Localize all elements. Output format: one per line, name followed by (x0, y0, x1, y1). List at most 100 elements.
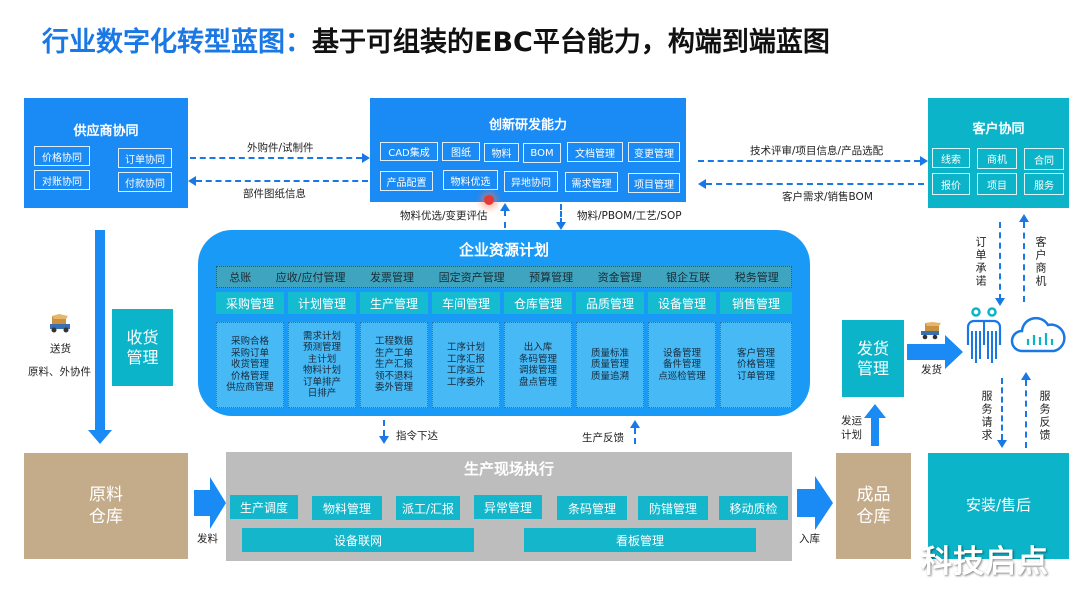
rnd-chip: 物料优选 (443, 170, 498, 190)
cloud-icon (1010, 316, 1066, 353)
production-chip: 设备联网 (242, 528, 474, 552)
erp-module-item: 质量追溯 (590, 370, 629, 382)
flow-label-production-feedback: 生产反馈 (582, 432, 624, 444)
arrow-up-icon (1021, 372, 1031, 380)
erp-module-header: 品质管理 (576, 292, 644, 314)
delivery-arrow (95, 230, 105, 432)
flow-label-service-feedback: 服务反馈 (1038, 390, 1051, 442)
erp-module-item: 委外管理 (374, 382, 413, 394)
arrow-down-icon (995, 298, 1005, 306)
rnd-chip: 图纸 (442, 142, 480, 161)
supplier-title: 供应商协同 (73, 124, 139, 139)
erp-module-item: 工程数据 (374, 336, 413, 348)
shipping-management-box: 发货 管理 (842, 320, 904, 397)
finance-item: 税务管理 (734, 271, 779, 284)
erp-module-header: 计划管理 (288, 292, 356, 314)
flow-label-warehousing: 入库 (799, 533, 820, 545)
flow-label-order-commit: 订单承诺 (974, 236, 987, 288)
erp-module-item: 调拨管理 (518, 365, 557, 376)
erp-module-body: 客户管理价格管理订单管理 (720, 322, 792, 408)
production-chip: 异常管理 (474, 495, 542, 519)
production-chip: 移动质检 (719, 496, 788, 520)
ship-arrow-icon (907, 335, 963, 369)
arrow-down-icon (556, 222, 566, 230)
arrow-up-icon (1019, 214, 1029, 222)
erp-module-item: 主计划 (307, 353, 337, 365)
arrow-down-icon (997, 440, 1007, 448)
receiving-management-box: 收货 管理 (112, 309, 173, 386)
flow-label-instruction: 指令下达 (396, 430, 438, 442)
users-icon (966, 307, 1002, 363)
flow-line (1001, 378, 1003, 440)
flow-label-erp-to-rnd: 物料优选/变更评估 (400, 210, 488, 222)
erp-module-item: 订单排产 (302, 376, 341, 388)
erp-module-header: 设备管理 (648, 292, 716, 314)
rnd-chip: 需求管理 (565, 172, 618, 192)
finished-warehouse-label-2: 仓库 (856, 507, 891, 527)
shipping-label-1: 发货 (856, 338, 889, 358)
receiving-label-2: 管理 (126, 347, 159, 367)
erp-module-item: 价格管理 (230, 370, 269, 382)
erp-panel: 企业资源计划 总账 应收/应付管理 发票管理 固定资产管理 预算管理 资金管理 … (198, 230, 810, 416)
finance-item: 银企互联 (666, 271, 711, 284)
erp-module-item: 质量管理 (590, 359, 629, 371)
production-chip: 防错管理 (638, 496, 708, 520)
arrow-up-icon (500, 203, 510, 211)
flow-label-delivery-items: 原料、外协件 (28, 366, 91, 378)
erp-module-body: 需求计划预测管理主计划物料计划订单排产日排产 (288, 322, 356, 408)
ship-plan-arrow-icon (864, 404, 886, 446)
supplier-chip: 价格协同 (34, 146, 90, 166)
erp-module-body: 工程数据生产工单生产汇报领不退料委外管理 (360, 322, 428, 408)
erp-module-item: 出入库 (523, 342, 553, 353)
erp-module-item: 日排产 (307, 388, 337, 399)
erp-module-item: 价格管理 (736, 359, 775, 371)
flow-label-supplier-to-rnd: 外购件/试制件 (247, 142, 314, 154)
shipping-box-icon (921, 322, 941, 340)
rnd-chip: BOM (523, 143, 561, 163)
issue-material-arrow-icon (194, 477, 226, 529)
flow-line (634, 428, 636, 444)
flow-label-rnd-to-supplier: 部件图纸信息 (243, 188, 306, 200)
erp-module-item: 工序汇报 (446, 353, 485, 365)
after-sales-label: 安装/售后 (965, 495, 1032, 514)
pointer-cursor-icon (484, 195, 494, 205)
erp-module-item: 备件管理 (662, 359, 701, 371)
rnd-title: 创新研发能力 (488, 118, 567, 133)
rnd-chip: 异地协同 (504, 171, 558, 192)
raw-material-warehouse: 原料 仓库 (24, 453, 188, 559)
customer-chip: 线索 (932, 148, 970, 168)
flow-label-ship-plan: 发运计划 (841, 415, 862, 441)
watermark: 科技启点 (921, 544, 1049, 580)
rnd-chip: 产品配置 (380, 171, 433, 191)
flow-line (1025, 380, 1027, 448)
raw-warehouse-label-1: 原料 (89, 485, 123, 505)
finished-goods-warehouse: 成品 仓库 (836, 453, 911, 559)
production-chip: 看板管理 (524, 528, 756, 552)
erp-module-item: 物料计划 (302, 365, 341, 376)
erp-module-item: 领不退料 (374, 370, 413, 382)
rnd-chip: 项目管理 (628, 173, 680, 193)
supplier-chip: 付款协同 (118, 172, 172, 192)
flow-label-customer-opportunity: 客户商机 (1034, 236, 1047, 288)
customer-chip: 项目 (977, 173, 1017, 195)
title-rest: 基于可组装的EBC平台能力，构端到端蓝图 (312, 27, 830, 58)
erp-module-item: 订单管理 (736, 370, 775, 382)
erp-module-item: 预测管理 (302, 342, 341, 353)
flow-label-issue-material: 发料 (197, 533, 218, 545)
arrow-right-icon (362, 153, 370, 163)
title-highlight: 行业数字化转型蓝图： (42, 27, 312, 58)
production-title: 生产现场执行 (463, 460, 554, 478)
erp-module-body: 出入库条码管理调拨管理盘点管理 (504, 322, 572, 408)
erp-module-item: 供应商管理 (226, 382, 274, 394)
erp-module-item: 采购合格 (230, 336, 269, 348)
finished-warehouse-label-1: 成品 (856, 485, 891, 505)
erp-module-item: 收货管理 (230, 359, 269, 371)
erp-module-item: 工序委外 (446, 376, 485, 388)
production-chip: 生产调度 (230, 495, 298, 519)
erp-module-item: 点巡检管理 (658, 370, 706, 382)
shipping-label-2: 管理 (856, 358, 889, 378)
erp-module-item: 条码管理 (518, 353, 557, 365)
rnd-chip: 物料 (484, 143, 519, 162)
supplier-collaboration-box: 供应商协同 价格协同 订单协同 对账协同 付款协同 (24, 98, 188, 208)
erp-module-item: 生产工单 (374, 347, 413, 359)
